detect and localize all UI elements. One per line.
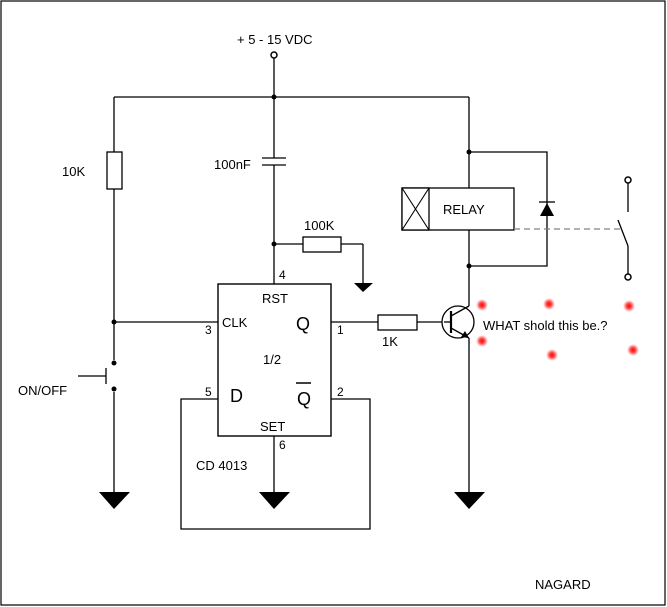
ic-cd4013 xyxy=(217,283,332,437)
question-text: WHAT shold this be.? xyxy=(483,318,608,333)
ic-name-label: CD 4013 xyxy=(196,458,247,473)
supply-label: + 5 - 15 VDC xyxy=(237,32,313,47)
transistor-npn xyxy=(441,305,475,339)
author-label: NAGARD xyxy=(535,577,591,592)
annotation-dot xyxy=(543,298,555,310)
annotation-dot xyxy=(623,300,635,312)
flyback-diode xyxy=(540,203,554,216)
relay-contact xyxy=(617,176,632,281)
ground-set xyxy=(259,492,290,509)
ic-half-label: 1/2 xyxy=(263,352,281,367)
relay-label: RELAY xyxy=(443,202,485,217)
resistor-1k xyxy=(377,314,418,331)
resistor-100k-label: 100K xyxy=(304,218,335,233)
ic-pin-clk: CLK xyxy=(222,315,248,330)
pin-number-qbar: 2 xyxy=(337,385,344,399)
capacitor-label: 100nF xyxy=(214,157,251,172)
annotation-dots xyxy=(476,298,639,361)
feedback-loop xyxy=(180,398,371,530)
ic-pin-rst: RST xyxy=(262,291,288,306)
switch-label: ON/OFF xyxy=(18,383,67,398)
resistor-10k-label: 10K xyxy=(62,164,85,179)
pushbutton-switch xyxy=(78,360,117,492)
ground-left xyxy=(99,492,130,509)
pin-number-clk: 3 xyxy=(205,323,212,337)
pin-number-d: 5 xyxy=(205,385,212,399)
resistor-100k xyxy=(302,236,342,253)
ic-pin-d: D xyxy=(230,386,243,406)
ground-reset xyxy=(354,283,373,292)
supply-terminal xyxy=(270,51,278,97)
annotation-dot xyxy=(476,335,488,347)
annotation-dot xyxy=(546,349,558,361)
ic-pin-q: Q xyxy=(296,314,310,334)
pin-number-set: 6 xyxy=(279,438,286,452)
pin-number-rst: 4 xyxy=(279,268,286,282)
relay xyxy=(401,187,515,231)
annotation-dot xyxy=(476,299,488,311)
ic-pin-qbar: Q xyxy=(297,389,311,409)
ic-pin-set: SET xyxy=(260,419,285,434)
resistor-1k-label: 1K xyxy=(382,334,398,349)
resistor-10k xyxy=(106,151,123,190)
pin-number-q: 1 xyxy=(337,323,344,337)
ground-right xyxy=(454,492,485,509)
annotation-dot xyxy=(627,344,639,356)
